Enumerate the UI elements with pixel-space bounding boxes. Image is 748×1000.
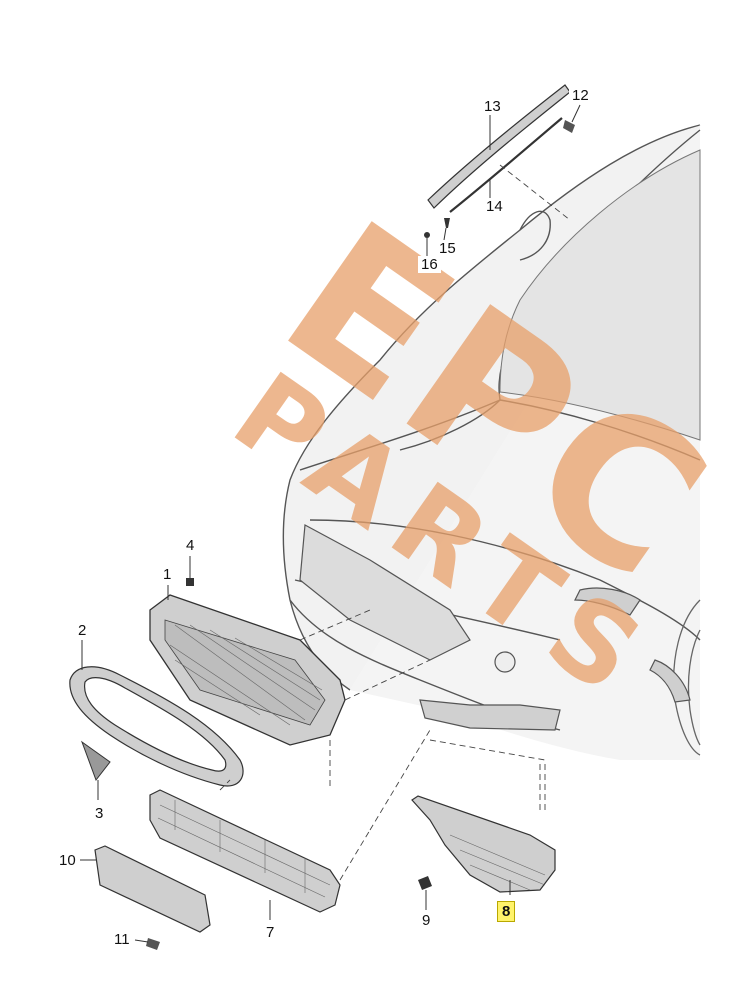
callout-2: 2 (75, 622, 90, 639)
part-12-clip (563, 120, 575, 133)
part-9-screw (418, 876, 432, 890)
part-16-clip (424, 232, 430, 238)
part-8-side-grille (411, 795, 556, 893)
part-10-plate-bracket (94, 845, 211, 933)
part-1-radiator-grille (149, 594, 346, 746)
windshield (499, 149, 701, 441)
callout-4: 4 (183, 537, 198, 554)
part-3-emblem (80, 740, 111, 782)
part-11-screw (146, 938, 160, 950)
callout-14: 14 (483, 198, 506, 215)
part-7-lower-grille (149, 789, 341, 913)
callout-11: 11 (111, 931, 133, 948)
callout-3: 3 (92, 805, 107, 822)
part-14-seal-strip (449, 117, 563, 213)
callout-1: 1 (160, 566, 175, 583)
callout-10: 10 (56, 852, 79, 869)
callout-16: 16 (418, 256, 441, 273)
leader-lines (80, 104, 581, 943)
part-4-screw (186, 560, 194, 586)
callout-15: 15 (436, 240, 459, 257)
callout-7: 7 (263, 924, 278, 941)
assembly-lines (219, 164, 571, 881)
callout-9: 9 (419, 912, 434, 929)
part-15-clip (444, 218, 450, 228)
callout-8-highlighted: 8 (497, 901, 516, 922)
callout-12: 12 (569, 87, 592, 104)
part-2-frame (69, 666, 244, 787)
callout-13: 13 (481, 98, 504, 115)
car-grille (299, 524, 691, 731)
